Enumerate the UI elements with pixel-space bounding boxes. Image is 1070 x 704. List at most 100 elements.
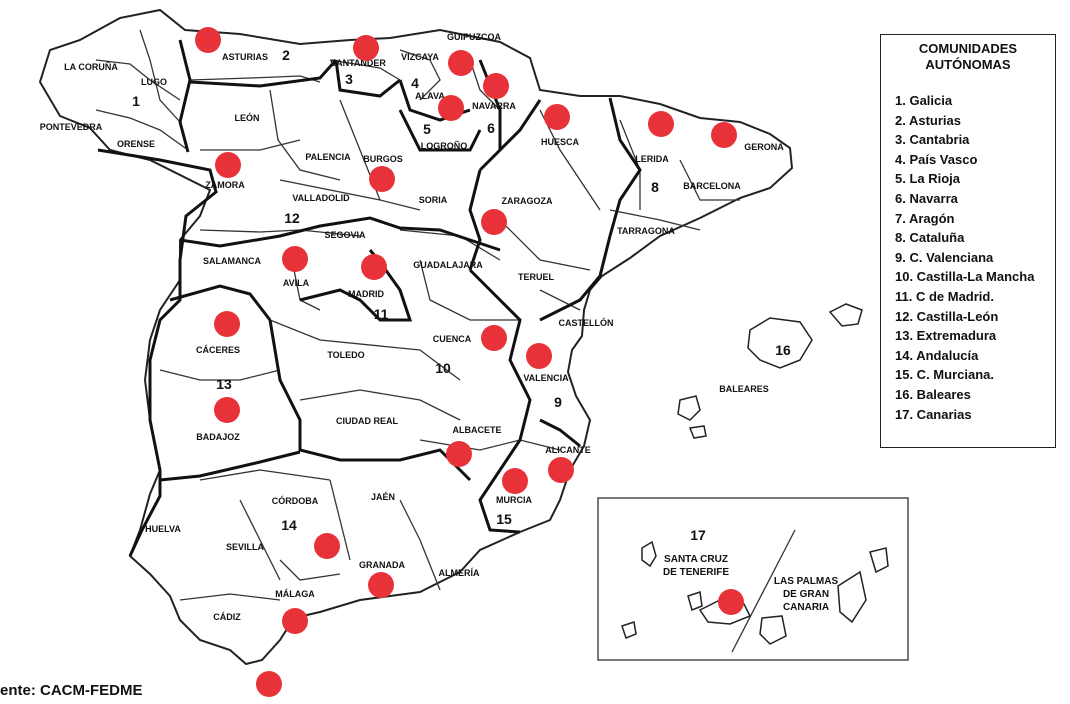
source-note: ente: CACM-FEDME bbox=[0, 682, 143, 699]
legend-item: 8. Cataluña bbox=[895, 230, 965, 246]
legend-item: 12. Castilla-León bbox=[895, 308, 999, 324]
label-huelva: HUELVA bbox=[145, 524, 181, 534]
marker-zaragoza bbox=[481, 209, 507, 235]
marker-murcia bbox=[502, 468, 528, 494]
legend-item: 15. C. Murciana. bbox=[895, 367, 994, 383]
marker-zamora bbox=[215, 152, 241, 178]
legend-item: 11. C de Madrid. bbox=[895, 288, 994, 304]
label-vizcaya: VIZCAYA bbox=[401, 52, 439, 62]
label-guipuzcoa: GUIPUZCOA bbox=[447, 32, 502, 42]
marker-huesca bbox=[544, 104, 570, 130]
marker-south bbox=[256, 671, 282, 697]
label-burgos: BURGOS bbox=[363, 154, 403, 164]
community-number-16: 16 bbox=[775, 342, 791, 358]
community-number-13: 13 bbox=[216, 376, 232, 392]
label-segovia: SEGOVIA bbox=[324, 230, 366, 240]
label-jaen: JAÉN bbox=[371, 492, 395, 502]
label-pontevedra: PONTEVEDRA bbox=[40, 122, 103, 132]
community-number-15: 15 bbox=[496, 511, 512, 527]
label-avila: AVILA bbox=[283, 278, 310, 288]
marker-madrid bbox=[361, 254, 387, 280]
marker-malaga bbox=[282, 608, 308, 634]
legend-item: 10. Castilla-La Mancha bbox=[895, 269, 1035, 285]
community-number-11: 11 bbox=[374, 306, 389, 322]
label-sevilla: SEVILLA bbox=[226, 542, 265, 552]
community-number-2: 2 bbox=[282, 47, 290, 63]
label-orense: ORENSE bbox=[117, 139, 155, 149]
baleares-islands bbox=[677, 303, 863, 439]
legend-item: 9. C. Valenciana bbox=[895, 249, 994, 265]
label-almeria: ALMERÍA bbox=[439, 568, 480, 578]
label-cordoba: CÓRDOBA bbox=[272, 495, 319, 506]
marker-valencia bbox=[526, 343, 552, 369]
label-asturias: ASTURIAS bbox=[222, 52, 268, 62]
legend-item: 13. Extremadura bbox=[895, 328, 997, 344]
province-labels: LA CORUÑA LUGO PONTEVEDRA ORENSE ASTURIA… bbox=[40, 32, 785, 622]
marker-granada bbox=[368, 572, 394, 598]
legend-box: COMUNIDADES AUTÓNOMAS 1. Galicia 2. Astu… bbox=[880, 34, 1056, 448]
marker-guipuzcoa bbox=[448, 50, 474, 76]
label-la-coruna: LA CORUÑA bbox=[64, 62, 118, 72]
marker-tenerife bbox=[718, 589, 744, 615]
marker-alava bbox=[438, 95, 464, 121]
label-castellon: CASTELLÓN bbox=[559, 317, 614, 328]
legend-item: 7. Aragón bbox=[895, 210, 955, 226]
community-number-8: 8 bbox=[651, 179, 659, 195]
label-badajoz: BADAJOZ bbox=[196, 432, 240, 442]
community-numbers: 1 2 3 4 5 6 8 9 10 11 12 13 14 15 16 17 bbox=[132, 47, 791, 543]
legend-item: 2. Asturias bbox=[895, 112, 961, 128]
label-guadalajara: GUADALAJARA bbox=[413, 260, 483, 270]
legend-item: 14. Andalucía bbox=[895, 347, 979, 363]
label-leon: LEÓN bbox=[234, 112, 259, 123]
canarias-labels: SANTA CRUZ DE TENERIFE LAS PALMAS DE GRA… bbox=[663, 554, 839, 613]
marker-santander bbox=[353, 35, 379, 61]
label-teruel: TERUEL bbox=[518, 272, 555, 282]
community-number-17: 17 bbox=[690, 527, 706, 543]
label-tenerife-line2: DE TENERIFE bbox=[663, 567, 729, 578]
marker-lerida bbox=[648, 111, 674, 137]
community-number-4: 4 bbox=[411, 75, 419, 91]
label-murcia: MURCIA bbox=[496, 495, 532, 505]
province-borders bbox=[95, 29, 740, 601]
label-tenerife-line1: SANTA CRUZ bbox=[664, 554, 728, 565]
label-alicante: ALICANTE bbox=[545, 445, 591, 455]
label-granada: GRANADA bbox=[359, 560, 405, 570]
marker-cordoba bbox=[314, 533, 340, 559]
label-madrid: MADRID bbox=[348, 289, 384, 299]
legend-list: 1. Galicia 2. Asturias 3. Cantabria 4. P… bbox=[889, 91, 1047, 424]
marker-cuenca bbox=[481, 325, 507, 351]
label-tarragona: TARRAGONA bbox=[617, 226, 675, 236]
portugal-border bbox=[97, 148, 218, 557]
label-albacete: ALBACETE bbox=[453, 425, 502, 435]
label-caceres: CÁCERES bbox=[196, 345, 240, 355]
label-navarra: NAVARRA bbox=[472, 101, 516, 111]
legend-item: 3. Cantabria bbox=[895, 132, 970, 148]
label-alava: ALAVA bbox=[415, 91, 445, 101]
community-number-14: 14 bbox=[281, 517, 297, 533]
marker-gerona bbox=[711, 122, 737, 148]
label-salamanca: SALAMANCA bbox=[203, 256, 261, 266]
label-valladolid: VALLADOLID bbox=[292, 193, 350, 203]
label-baleares: BALEARES bbox=[719, 384, 769, 394]
community-number-10: 10 bbox=[435, 360, 451, 376]
marker-albacete bbox=[446, 441, 472, 467]
community-number-1: 1 bbox=[132, 93, 140, 109]
label-gerona: GERONA bbox=[744, 142, 784, 152]
legend-title-line1: COMUNIDADES bbox=[918, 41, 1018, 56]
label-cuenca: CUENCA bbox=[433, 334, 472, 344]
community-number-5: 5 bbox=[423, 121, 431, 137]
label-zaragoza: ZARAGOZA bbox=[502, 196, 553, 206]
label-barcelona: BARCELONA bbox=[683, 181, 741, 191]
label-logrono: LOGROÑO bbox=[421, 141, 468, 151]
label-huesca: HUESCA bbox=[541, 137, 580, 147]
label-palencia: PALENCIA bbox=[305, 152, 351, 162]
label-zamora: ZAMORA bbox=[205, 180, 245, 190]
label-palmas-line3: CANARIA bbox=[783, 602, 829, 613]
label-ciudad-real: CIUDAD REAL bbox=[336, 416, 399, 426]
marker-badajoz bbox=[214, 397, 240, 423]
legend-title: COMUNIDADES AUTÓNOMAS bbox=[889, 41, 1047, 73]
label-malaga: MÁLAGA bbox=[275, 589, 315, 599]
legend-item: 6. Navarra bbox=[895, 190, 958, 206]
